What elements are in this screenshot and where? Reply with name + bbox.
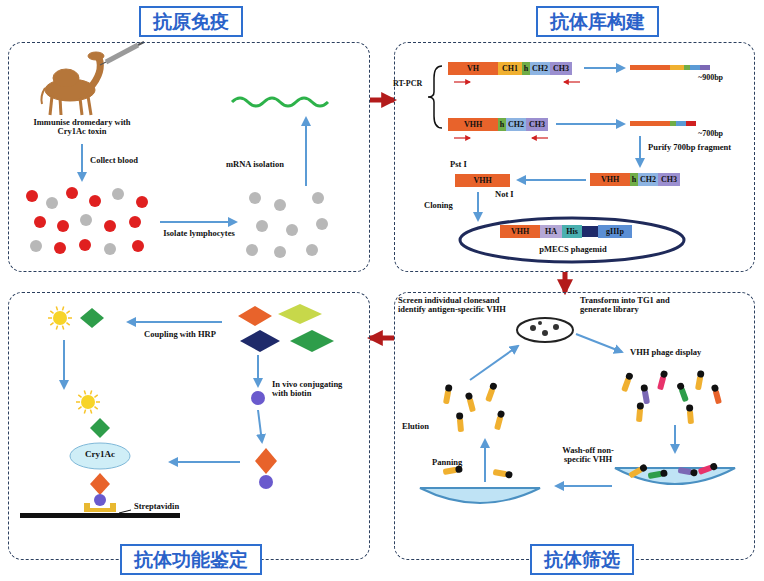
linker-segment <box>582 226 598 237</box>
step-label: In vivo conjugating with biotin <box>272 380 358 399</box>
phage <box>686 404 695 424</box>
phage <box>442 384 452 404</box>
step-label: Elution <box>402 422 442 431</box>
phage <box>711 384 723 405</box>
stage-arrow <box>563 272 568 292</box>
phage <box>494 410 506 431</box>
phage <box>493 468 513 478</box>
gene-segment: VHH <box>455 174 510 187</box>
stage-title: 抗原免疫 <box>139 6 243 37</box>
mrna-strand <box>232 98 328 106</box>
phagemid-ring <box>460 218 684 262</box>
stage-title: 抗体库构建 <box>536 6 659 37</box>
phage <box>657 370 669 391</box>
phage <box>676 382 689 403</box>
gene-segment: CH2 <box>638 173 658 186</box>
phage <box>698 462 719 475</box>
step-label: Coupling with HRP <box>142 330 218 339</box>
gene-segment: VHH <box>500 225 540 238</box>
step-label: Screen individual clonesand identify ant… <box>398 296 510 315</box>
gene-segment: CH3 <box>658 173 680 186</box>
phage <box>485 382 498 403</box>
gene-segment: h <box>630 173 638 186</box>
petri-dish <box>517 318 573 342</box>
stage-title: 抗体筛选 <box>530 544 634 575</box>
lymphocytes <box>246 192 328 258</box>
phage <box>456 412 465 432</box>
gene-segment: CH3 <box>526 118 548 131</box>
step-label: ~700bp <box>698 130 748 139</box>
stage-title: 抗体功能鉴定 <box>120 544 262 575</box>
stage-arrow <box>370 98 394 103</box>
phage <box>678 466 698 476</box>
step-label: VHH phage display <box>630 348 730 357</box>
gene-segment: h <box>498 118 506 131</box>
hrp-sun <box>76 391 100 414</box>
syringe <box>100 42 144 65</box>
phage <box>621 372 634 393</box>
step-label: Cloning <box>424 201 470 210</box>
step-label: Isolate lymphocytes <box>158 229 240 238</box>
gene-segment: His <box>562 225 582 238</box>
blood-cells <box>26 187 148 255</box>
phage <box>694 370 704 390</box>
step-label: RT-PCR <box>393 80 429 89</box>
gene-segment: gIIIp <box>598 225 632 238</box>
step-label: Collect blood <box>90 156 160 165</box>
gene-segment: HA <box>540 225 562 238</box>
phage <box>640 384 650 404</box>
step-label: Streptavidin <box>134 502 196 511</box>
stage-panel: 抗体筛选 <box>394 292 755 560</box>
gene-segment: CH1 <box>498 62 522 75</box>
step-label: mRNA isolation <box>226 160 298 169</box>
phage <box>635 402 644 422</box>
gene-segment: VH <box>448 62 498 75</box>
gene-segment: CH2 <box>530 62 550 75</box>
stage-arrow <box>370 336 394 341</box>
phage <box>465 392 477 413</box>
phage <box>628 463 648 479</box>
phages <box>442 370 722 480</box>
assay-figures <box>20 304 334 518</box>
step-label: Panning <box>432 458 476 467</box>
step-label: Cry1Ac <box>74 450 126 460</box>
step-label: Not I <box>495 190 535 199</box>
step-label: ~900bp <box>698 74 748 83</box>
camel <box>41 52 104 115</box>
step-label: Pst I <box>450 160 490 169</box>
gene-segment: h <box>522 62 530 75</box>
gene-segment: CH3 <box>550 62 572 75</box>
phage <box>648 469 668 479</box>
gene-segment: VHH <box>448 118 498 131</box>
step-label: Purify 700bp fragment <box>648 143 748 152</box>
step-label: Wash-off non-specific VHH <box>562 446 614 465</box>
step-label: Immunise dromedary with Cry1Ac toxin <box>22 118 142 137</box>
step-label: pMECS phagemid <box>528 245 618 254</box>
step-label: Transform into TG1 and generate library <box>580 296 692 315</box>
gene-segment: CH2 <box>506 118 526 131</box>
bracket <box>428 66 442 128</box>
hrp-sun <box>48 307 72 330</box>
gene-segment: VHH <box>590 173 630 186</box>
